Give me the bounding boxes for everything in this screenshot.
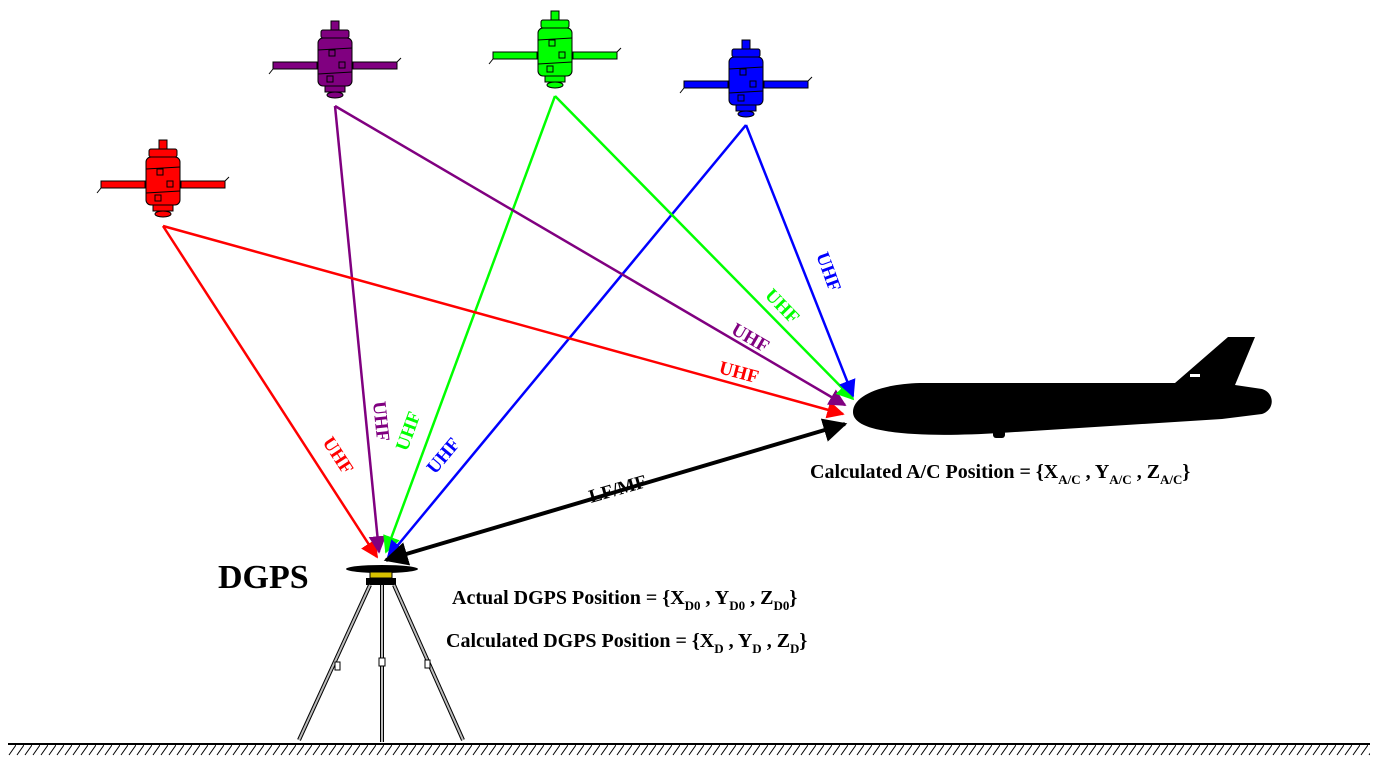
satellite-blue-icon — [680, 40, 812, 117]
purple-to-aircraft-link — [335, 106, 845, 405]
purple-to-dgps-link — [335, 106, 379, 552]
green-to-dgps-link — [386, 96, 555, 552]
lfmf-label: LF/MF — [587, 471, 650, 507]
calculated-dgps-position-text: Calculated DGPS Position = {XD , YD , ZD… — [446, 630, 807, 656]
satellite-green-icon — [489, 11, 621, 88]
aircraft-position-text: Calculated A/C Position = {XA/C , YA/C ,… — [810, 461, 1190, 487]
dgps-label: DGPS — [218, 559, 309, 596]
dgps-receiver-icon — [346, 565, 418, 585]
actual-dgps-position-text: Actual DGPS Position = {XD0 , YD0 , ZD0} — [452, 587, 797, 613]
blue-to-dgps-link — [388, 125, 746, 557]
tripod-icon — [299, 585, 463, 742]
uhf-label-purple-dgps: UHF — [368, 400, 393, 442]
ground — [8, 744, 1370, 756]
uhf-label-red-dgps: UHF — [318, 433, 357, 478]
uhf-label-green-dgps: UHF — [392, 409, 425, 454]
uhf-label-red-aircraft: UHF — [717, 358, 761, 389]
aircraft-icon — [853, 337, 1272, 438]
green-to-aircraft-link — [555, 96, 853, 399]
uhf-label-green-aircraft: UHF — [760, 285, 803, 328]
uhf-label-purple-aircraft: UHF — [728, 319, 773, 357]
satellite-purple-icon — [269, 21, 401, 98]
uhf-label-blue-aircraft: UHF — [811, 250, 844, 295]
satellite-red-icon — [97, 140, 229, 217]
